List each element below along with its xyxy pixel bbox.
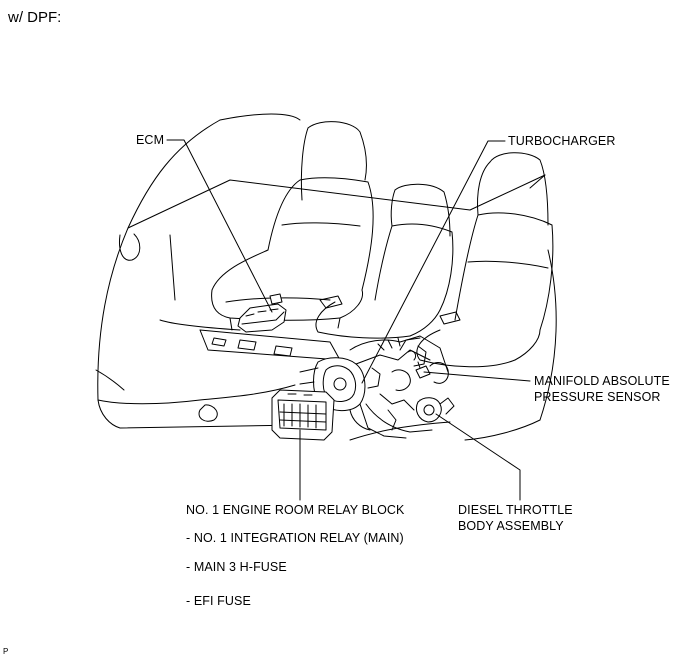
relay-block-label: NO. 1 ENGINE ROOM RELAY BLOCK (186, 503, 405, 517)
ecm-leader (166, 139, 273, 313)
turbocharger-label: TURBOCHARGER (508, 134, 616, 148)
turbocharger-leader (361, 140, 506, 384)
throttle-label-line2: BODY ASSEMBLY (458, 519, 564, 533)
throttle-label-line1: DIESEL THROTTLE (458, 503, 573, 517)
relay-item-main3-fuse: - MAIN 3 H-FUSE (186, 560, 287, 574)
ecm-label: ECM (136, 133, 165, 147)
map-sensor-label-line1: MANIFOLD ABSOLUTE (534, 374, 670, 388)
ecm-unit (237, 293, 287, 333)
throttle-leader (435, 413, 521, 501)
relay-block-unit (271, 389, 335, 441)
relay-item-integration-relay: - NO. 1 INTEGRATION RELAY (MAIN) (186, 531, 404, 545)
map-sensor-label-line2: PRESSURE SENSOR (534, 390, 661, 404)
leader-lines (166, 139, 531, 501)
diesel-throttle-body (415, 397, 455, 423)
floor-panel (199, 329, 341, 361)
left-front-seat (211, 121, 374, 331)
figure-code: P (3, 647, 9, 656)
center-seat (315, 183, 454, 339)
relay-item-efi-fuse: - EFI FUSE (186, 594, 251, 608)
map-sensor-leader (423, 371, 531, 382)
manifold-pressure-sensor (415, 361, 431, 379)
right-front-seat (416, 152, 554, 368)
page-title: w/ DPF: (8, 9, 62, 26)
